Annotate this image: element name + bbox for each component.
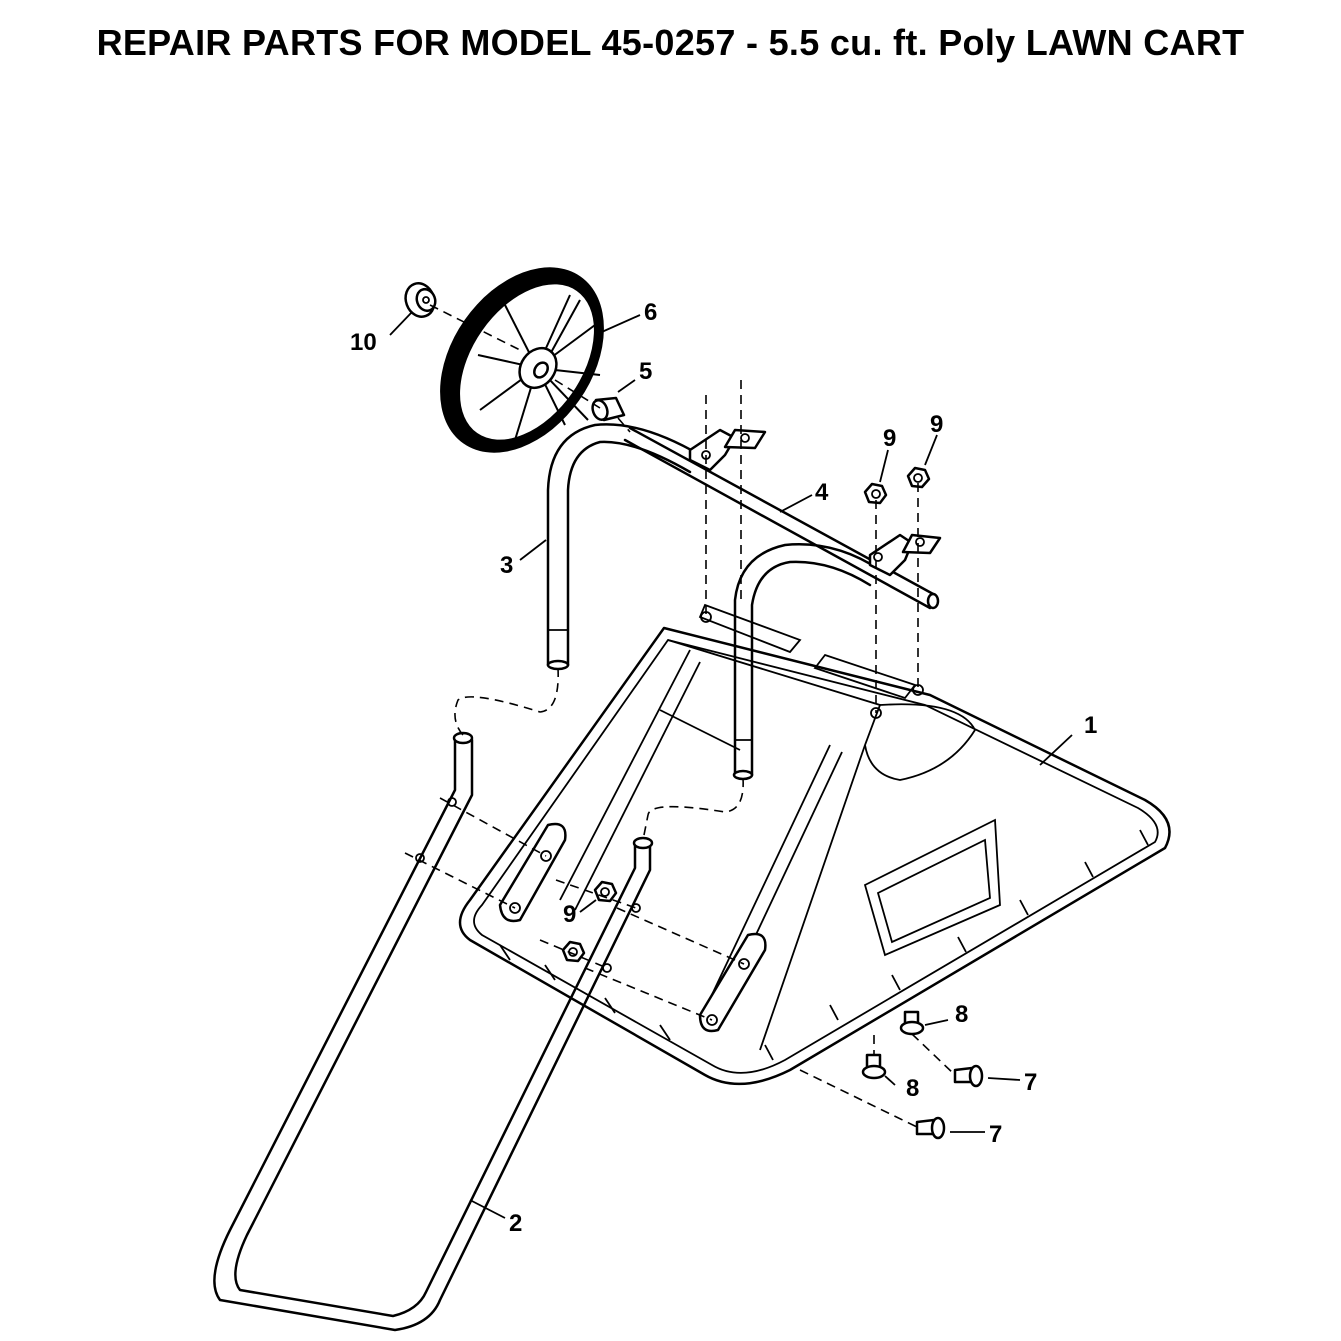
- callout-screw-a: 8: [955, 1001, 968, 1028]
- wheel-part: [440, 267, 604, 453]
- tray-part: [458, 603, 1171, 1086]
- leader-lines: [389, 311, 1073, 1219]
- assembly-lines: [404, 304, 956, 1128]
- callout-spacer: 5: [639, 358, 652, 385]
- callout-nut-top-b: 9: [930, 411, 943, 438]
- callout-bolt-a: 7: [1024, 1069, 1037, 1096]
- leg-part: [546, 423, 882, 781]
- callout-leg: 3: [500, 552, 513, 579]
- callout-tray: 1: [1084, 712, 1097, 739]
- callout-handle: 2: [509, 1210, 522, 1237]
- callout-hub-cap: 10: [350, 329, 377, 356]
- callout-nut-front: 9: [563, 901, 576, 928]
- callout-nut-top-a: 9: [883, 425, 896, 452]
- callout-wheel: 6: [644, 299, 657, 326]
- axle-part: [623, 426, 942, 610]
- page-title: REPAIR PARTS FOR MODEL 45-0257 - 5.5 cu.…: [96, 22, 1245, 63]
- hub-cap-part: [404, 282, 437, 318]
- bolt-part: [915, 1064, 984, 1140]
- handle-part: [213, 731, 654, 1332]
- callout-screw-b: 8: [906, 1075, 919, 1102]
- callout-axle: 4: [815, 479, 829, 506]
- callout-bolt-b: 7: [989, 1121, 1002, 1148]
- spacer-part: [591, 396, 626, 422]
- screw-part: [861, 1010, 925, 1080]
